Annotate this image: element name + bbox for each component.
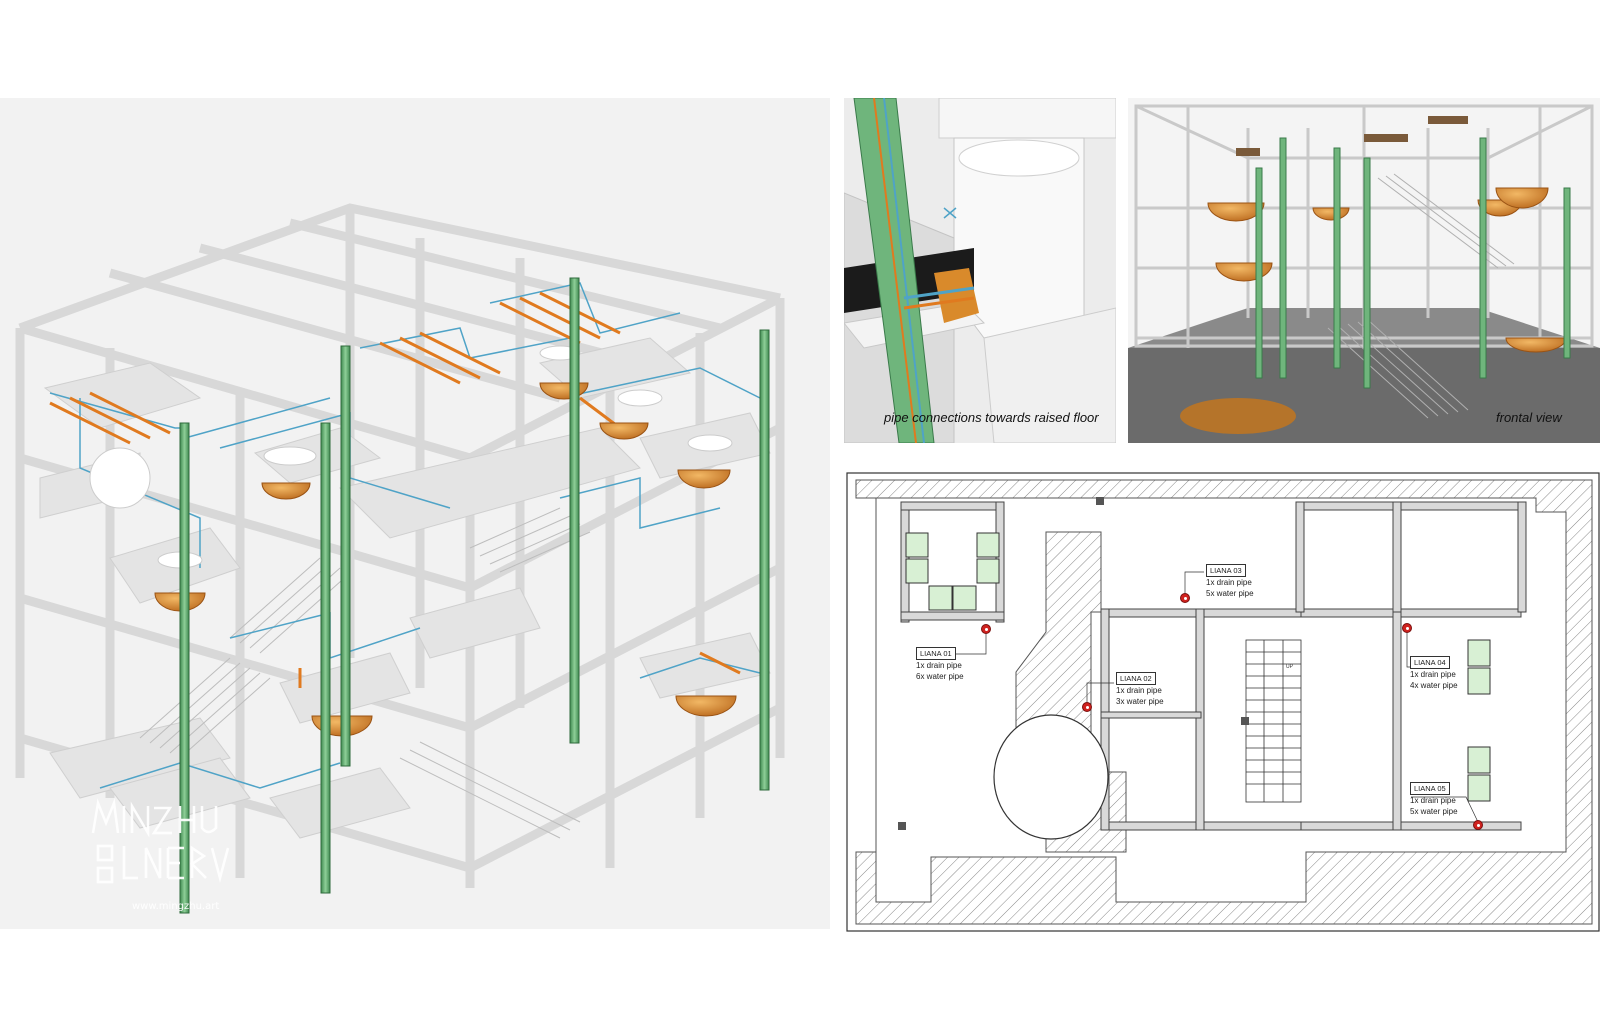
liana-01-marker[interactable] (981, 624, 991, 634)
pipe-connection-detail: pipe connections towards raised floor (844, 98, 1116, 443)
isometric-view: www.mingzhu.art (0, 98, 830, 929)
frontal-ceiling-pipes (1236, 116, 1468, 156)
liana-tag: LIANA 05 (1410, 782, 1450, 795)
drain-count: 1x drain pipe (916, 661, 962, 670)
plan-stair (1245, 639, 1302, 803)
liana-04-label: LIANA 04 1x drain pipe 4x water pipe (1410, 656, 1458, 691)
liana-tag: LIANA 01 (916, 647, 956, 660)
basins (89, 345, 733, 569)
water-count: 3x water pipe (1116, 697, 1164, 706)
drain-count: 1x drain pipe (1116, 686, 1162, 695)
liana-01-label: LIANA 01 1x drain pipe 6x water pipe (916, 647, 964, 682)
floor-plan-drawing: UP (846, 472, 1600, 932)
liana-03-label: LIANA 03 1x drain pipe 5x water pipe (1206, 564, 1254, 599)
drain-count: 1x drain pipe (1410, 796, 1456, 805)
liana-tag: LIANA 02 (1116, 672, 1156, 685)
frontal-drawing (1128, 104, 1600, 443)
vertical-pipes (179, 277, 770, 914)
liana-02-marker[interactable] (1082, 702, 1092, 712)
liana-tag: LIANA 04 (1410, 656, 1450, 669)
liana-05-marker[interactable] (1473, 820, 1483, 830)
drain-pipes (49, 291, 741, 688)
leader-lines (954, 571, 1479, 823)
liana-tag: LIANA 03 (1206, 564, 1246, 577)
liana-04-marker[interactable] (1402, 623, 1412, 633)
frontal-view: frontal view (1128, 98, 1600, 443)
columns (898, 497, 1249, 830)
isometric-drawing (15, 203, 785, 914)
valve-icon (943, 207, 957, 219)
drain-count: 1x drain pipe (1206, 578, 1252, 587)
detail-caption: pipe connections towards raised floor (884, 410, 1099, 425)
water-count: 6x water pipe (916, 672, 964, 681)
detail-drawing (844, 98, 1116, 443)
round-core (993, 714, 1109, 840)
green-riser-pipe (853, 98, 975, 443)
orange-bowls (154, 382, 737, 737)
frontal-green-pipes (1255, 137, 1571, 389)
liana-03-marker[interactable] (1180, 593, 1190, 603)
floor-slabs (39, 337, 771, 839)
liana-02-label: LIANA 02 1x drain pipe 3x water pipe (1116, 672, 1164, 707)
watermark-url: www.mingzhu.art (132, 901, 220, 912)
floor-bowl-shadow (1180, 398, 1296, 434)
planter-boxes (905, 532, 1491, 802)
water-count: 4x water pipe (1410, 681, 1458, 690)
water-count: 5x water pipe (1410, 807, 1458, 816)
drain-count: 1x drain pipe (1410, 670, 1456, 679)
mingzhu-logo-icon (91, 798, 230, 884)
liana-05-label: LIANA 05 1x drain pipe 5x water pipe (1410, 782, 1458, 817)
floor-plan: UP LIANA 01 1x drain pipe 6x water pipe … (846, 472, 1600, 932)
frontal-caption: frontal view (1496, 410, 1562, 425)
water-count: 5x water pipe (1206, 589, 1254, 598)
watermark-logo (88, 798, 238, 908)
stair-up-label: UP (1286, 664, 1294, 670)
